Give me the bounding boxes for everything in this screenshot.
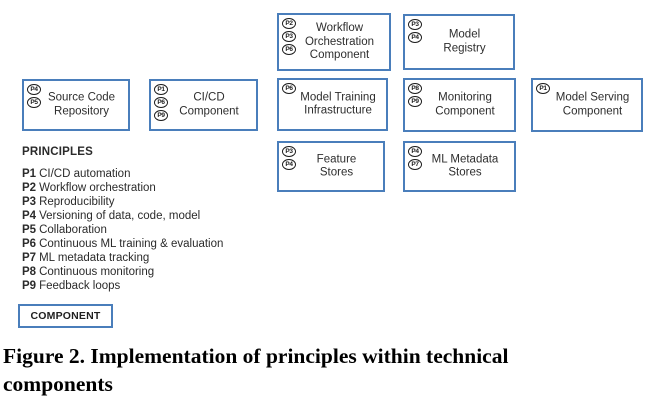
figure-caption: Figure 2. Implementation of principles w… bbox=[3, 342, 508, 398]
component-label-line: Monitoring bbox=[438, 91, 492, 104]
principle-badge-list: P4 P7 bbox=[408, 146, 422, 170]
principle-badge-icon: P2 bbox=[282, 18, 296, 29]
principle-id: P5 bbox=[22, 224, 37, 236]
principle-id: P1 bbox=[22, 168, 37, 180]
principle-text: Reproducibility bbox=[39, 196, 115, 208]
component-label: Model Registry bbox=[418, 29, 511, 56]
principle-badge-list: P1 P6 P9 bbox=[154, 84, 168, 121]
principles-header: PRINCIPLES bbox=[22, 146, 94, 158]
component-label-line: Model Training bbox=[300, 91, 376, 103]
principle-id: P9 bbox=[22, 280, 37, 292]
component-label-line: Stores bbox=[319, 166, 354, 179]
principle-badge-icon: P3 bbox=[282, 146, 296, 157]
component-label-line: Feature bbox=[316, 153, 357, 165]
component-label-line: ML Metadata bbox=[431, 153, 499, 165]
component-box-workflow-orchestration: P2 P3 P6 Workflow Orchestration Componen… bbox=[277, 13, 391, 71]
principle-text: Versioning of data, code, model bbox=[39, 210, 201, 222]
principle-id: P7 bbox=[22, 252, 37, 264]
component-legend-label: COMPONENT bbox=[30, 310, 101, 322]
principle-badge-icon: P9 bbox=[154, 110, 168, 121]
component-label-line: Workflow bbox=[315, 21, 364, 34]
component-label-line: Component bbox=[179, 105, 239, 117]
figure-caption-line: components bbox=[3, 372, 113, 396]
principle-text: Feedback loops bbox=[39, 280, 121, 292]
principle-badge-icon: P4 bbox=[408, 32, 422, 43]
principle-badge-icon: P5 bbox=[27, 97, 41, 108]
principle-badge-icon: P3 bbox=[282, 31, 296, 42]
principle-badge-icon: P6 bbox=[154, 97, 168, 108]
principle-badge-list: P3 P4 bbox=[408, 19, 422, 43]
principle-text: Workflow orchestration bbox=[39, 182, 156, 194]
principle-badge-icon: P4 bbox=[408, 146, 422, 157]
principle-badge-icon: P1 bbox=[154, 84, 168, 95]
component-box-cicd: P1 P6 P9 CI/CD Component bbox=[149, 79, 258, 131]
component-label: Model Serving Component bbox=[546, 92, 639, 119]
component-label: Monitoring Component bbox=[418, 92, 512, 119]
component-label: CI/CD Component bbox=[164, 92, 254, 119]
component-label-line: Registry bbox=[443, 42, 486, 54]
component-label: Feature Stores bbox=[292, 153, 381, 180]
component-label-line: Component bbox=[309, 48, 370, 61]
component-label-line: Component bbox=[562, 105, 623, 117]
component-label: ML Metadata Stores bbox=[418, 153, 512, 180]
principle-badge-icon: P6 bbox=[282, 44, 296, 55]
principle-id: P2 bbox=[22, 182, 37, 194]
component-label-line: CI/CD bbox=[193, 91, 225, 104]
principle-badge-list: P4 P5 bbox=[27, 84, 41, 108]
principle-badge-icon: P4 bbox=[282, 159, 296, 170]
component-label-line: Stores bbox=[448, 166, 482, 179]
principle-id: P8 bbox=[22, 266, 37, 278]
principle-text: Collaboration bbox=[39, 224, 107, 236]
component-label-line: Model bbox=[448, 28, 481, 41]
principle-text: CI/CD automation bbox=[39, 168, 131, 180]
component-label-line: Model Serving bbox=[555, 91, 630, 104]
component-box-model-serving: P1 Model Serving Component bbox=[531, 78, 643, 132]
principle-text: Continuous monitoring bbox=[39, 266, 155, 278]
principle-badge-icon: P8 bbox=[408, 83, 422, 94]
component-label-line: Repository bbox=[54, 105, 109, 117]
principle-badge-icon: P1 bbox=[536, 83, 550, 94]
principle-badge-list: P3 P4 bbox=[282, 146, 296, 170]
principle-badge-icon: P6 bbox=[282, 83, 296, 94]
principle-id: P4 bbox=[22, 210, 37, 222]
component-box-ml-metadata-stores: P4 P7 ML Metadata Stores bbox=[403, 141, 516, 192]
component-label: Workflow Orchestration Component bbox=[292, 22, 387, 63]
principle-badge-list: P1 bbox=[536, 83, 550, 94]
component-box-monitoring: P8 P9 Monitoring Component bbox=[403, 78, 516, 132]
component-label-line: Component bbox=[435, 105, 495, 117]
component-label: Model Training Infrastructure bbox=[292, 91, 384, 118]
principle-id: P6 bbox=[22, 238, 37, 250]
principle-id: P3 bbox=[22, 196, 37, 208]
component-label: Source Code Repository bbox=[37, 92, 126, 119]
principle-badge-icon: P3 bbox=[408, 19, 422, 30]
component-label-line: Infrastructure bbox=[304, 104, 372, 117]
principle-text: Continuous ML training & evaluation bbox=[39, 238, 224, 250]
principle-badge-icon: P9 bbox=[408, 96, 422, 107]
principle-badge-list: P6 bbox=[282, 83, 296, 94]
principle-badge-list: P8 P9 bbox=[408, 83, 422, 107]
component-legend-key: COMPONENT bbox=[18, 304, 113, 328]
component-box-model-registry: P3 P4 Model Registry bbox=[403, 14, 515, 70]
component-box-feature-stores: P3 P4 Feature Stores bbox=[277, 141, 385, 192]
principle-badge-list: P2 P3 P6 bbox=[282, 18, 296, 55]
component-label-line: Orchestration bbox=[304, 35, 375, 48]
component-label-line: Source Code bbox=[47, 91, 116, 104]
component-box-source-code-repository: P4 P5 Source Code Repository bbox=[22, 79, 130, 131]
principle-text: ML metadata tracking bbox=[39, 252, 150, 264]
principle-badge-icon: P4 bbox=[27, 84, 41, 95]
figure-caption-line: Figure 2. Implementation of principles w… bbox=[3, 344, 509, 368]
principle-badge-icon: P7 bbox=[408, 159, 422, 170]
component-box-model-training-infrastructure: P6 Model Training Infrastructure bbox=[277, 78, 388, 131]
